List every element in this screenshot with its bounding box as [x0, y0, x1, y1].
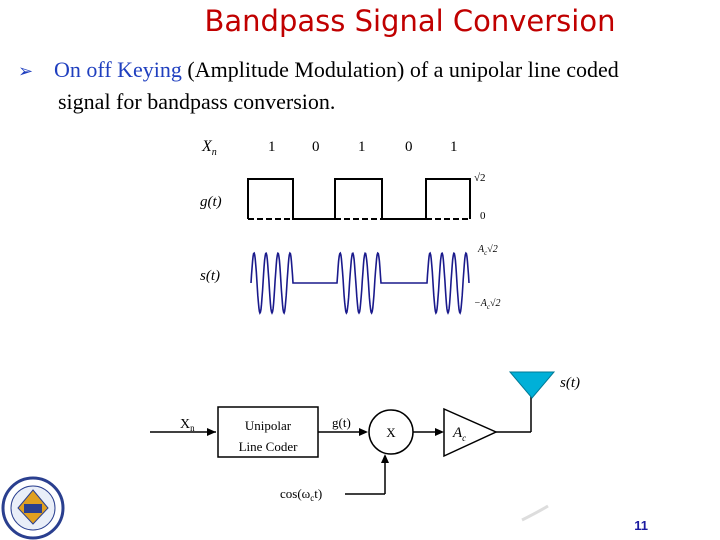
bit-label: 1: [358, 139, 366, 155]
bit-label: 1: [268, 139, 276, 155]
g-label: g(t): [200, 194, 222, 210]
bullet-text: ➢ On off Keying (Amplitude Modulation) of…: [18, 55, 708, 117]
bit-label: 0: [405, 139, 413, 155]
output-label: s(t): [560, 375, 580, 391]
s-low-level: −Ac√2: [474, 298, 500, 311]
coder-line1: Unipolar: [245, 418, 292, 433]
antenna-icon: [508, 371, 556, 399]
university-logo: [1, 476, 65, 540]
s-waveform: [250, 251, 470, 315]
s-label: s(t): [200, 268, 220, 284]
bullet-arrow-icon: ➢: [18, 61, 34, 82]
carrier-arrow-icon: [381, 454, 389, 463]
s-high-level: Ac√2: [477, 244, 498, 257]
decorative-swoosh: [521, 504, 549, 522]
input-label: Xn: [180, 417, 195, 433]
bullet-line2: signal for bandpass conversion.: [58, 89, 336, 114]
g-block-label: g(t): [332, 415, 351, 430]
slide-title: Bandpass Signal Conversion: [204, 4, 616, 38]
input-arrow-icon: [207, 428, 216, 436]
bullet-line1: (Amplitude Modulation) of a unipolar lin…: [181, 57, 619, 82]
amp-label: Ac: [452, 425, 466, 443]
g-high-level: √2: [474, 172, 486, 184]
page-number: 11: [634, 518, 648, 533]
amp-arrow-icon: [435, 428, 444, 436]
carrier-label: cos(ωct): [280, 486, 322, 503]
xn-label: Xn: [201, 138, 217, 158]
bit-labels: 1 0 1 0 1: [268, 139, 458, 155]
multiplier-label: X: [386, 425, 396, 440]
bit-label: 1: [450, 139, 458, 155]
g-arrow-icon: [359, 428, 368, 436]
amplifier-triangle: [443, 407, 498, 458]
coder-line2: Line Coder: [239, 439, 299, 454]
g-low-level: 0: [480, 210, 486, 222]
g-waveform: [247, 178, 471, 220]
bit-label: 0: [312, 139, 320, 155]
bullet-highlight: On off Keying: [54, 57, 182, 82]
unipolar-line-coder-block: [217, 406, 319, 458]
